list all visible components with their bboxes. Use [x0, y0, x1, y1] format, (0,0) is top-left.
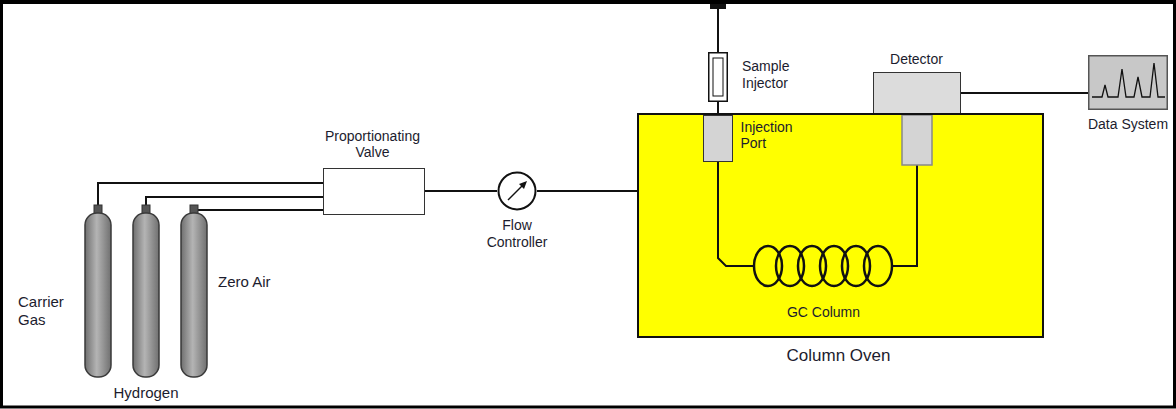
monitor-panel: [1089, 56, 1168, 110]
data-system-box: Data System: [1088, 55, 1168, 110]
frame-top: [0, 0, 1176, 4]
node-label: Carrier Gas: [18, 293, 78, 329]
gas-line: [718, 162, 752, 266]
gas-cylinder-art: [84, 205, 112, 378]
gas-line: [961, 92, 1088, 94]
node-label: Sample Injector: [742, 58, 814, 92]
node-label: Data System: [1083, 116, 1173, 133]
gas-line: [194, 205, 323, 210]
gc-column-coil: GC Column: [752, 232, 895, 300]
gauge-dial: [499, 173, 536, 210]
injector-body: Sample Injector: [708, 52, 728, 102]
flow-gauge-art: [497, 171, 537, 211]
node-label: Column Oven: [635, 346, 1042, 366]
node-label: Zero Air: [218, 273, 298, 291]
cylinder-body: [85, 213, 111, 377]
injector-barrel: [709, 53, 728, 102]
node-label: Hydrogen: [106, 384, 186, 402]
node-label: Flow Controller: [472, 217, 562, 251]
injection-port: Injection Port: [703, 115, 733, 162]
gas-cylinder: Hydrogen: [132, 205, 160, 378]
node-label: Proportionating Valve: [313, 128, 433, 162]
gc-column-coil-art: [752, 232, 895, 300]
plunger-stem: [717, 8, 719, 52]
gas-cylinder-art: [132, 205, 160, 378]
detector-port: [902, 115, 932, 165]
node-label: Detector: [867, 51, 967, 68]
node-label: Injection Port: [741, 119, 821, 153]
cylinder-body: [181, 213, 207, 377]
gauge-needle-head: [519, 181, 527, 189]
data-system-box-art: [1088, 55, 1168, 110]
gas-line: [537, 190, 637, 192]
injector-body-art: [708, 52, 728, 102]
column-oven: Column OvenInjection PortGC Column: [637, 113, 1044, 338]
gas-cylinder-art: [180, 205, 208, 378]
gas-cylinder: Zero Air: [180, 205, 208, 378]
node-label: GC Column: [752, 304, 895, 321]
detector-box: Detector: [873, 72, 961, 114]
valve-box: Proportionating Valve: [323, 168, 425, 215]
cylinder-body: [133, 213, 159, 377]
flow-gauge: Flow Controller: [497, 171, 537, 211]
injector-plunger: [713, 58, 723, 96]
coil-windings: [752, 246, 895, 286]
gas-cylinder: Carrier Gas: [84, 205, 112, 378]
gas-line: [98, 183, 323, 205]
gas-line: [425, 190, 497, 192]
oven-fill: [637, 113, 1044, 338]
gas-line: [146, 197, 323, 205]
chromatogram-trace: [1092, 63, 1165, 97]
